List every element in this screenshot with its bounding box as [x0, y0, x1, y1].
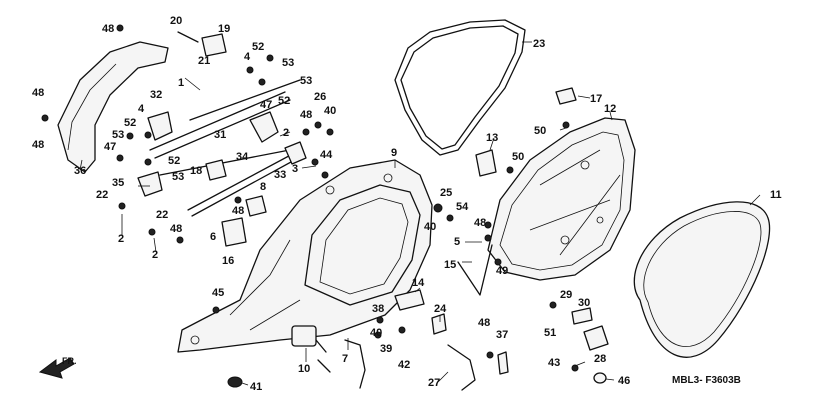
- callout-45: 45: [212, 287, 224, 299]
- callout-1: 1: [178, 77, 184, 89]
- callout-28: 28: [594, 353, 606, 365]
- callout-44: 44: [320, 149, 333, 161]
- callout-47: 47: [104, 141, 116, 153]
- callout-30: 30: [578, 297, 590, 309]
- callout-24: 24: [434, 303, 447, 315]
- callout-19: 19: [218, 23, 230, 35]
- callout-25: 25: [440, 187, 452, 199]
- callout-14: 14: [412, 277, 425, 289]
- callout-48: 48: [32, 139, 44, 151]
- callout-18: 18: [190, 165, 202, 177]
- callout-12: 12: [604, 103, 616, 115]
- leader-lines: [79, 41, 761, 386]
- callout-53: 53: [300, 75, 312, 87]
- callout-39: 39: [380, 343, 392, 355]
- callout-2: 2: [118, 233, 124, 245]
- latch-rods: [149, 79, 301, 176]
- front-direction-label: FR.: [62, 356, 77, 366]
- callout-3: 3: [292, 163, 298, 175]
- callout-48: 48: [232, 205, 244, 217]
- callout-52: 52: [252, 41, 264, 53]
- callout-2: 2: [152, 249, 158, 261]
- callout-37: 37: [496, 329, 508, 341]
- callout-48: 48: [102, 23, 114, 35]
- callout-4: 4: [244, 51, 251, 63]
- callout-34: 34: [236, 151, 249, 163]
- callout-36: 36: [74, 165, 86, 177]
- callout-43: 43: [548, 357, 560, 369]
- callout-49: 49: [496, 265, 508, 277]
- callout-40: 40: [324, 105, 336, 117]
- callout-54: 54: [456, 201, 469, 213]
- callout-47: 47: [260, 99, 272, 111]
- callout-48: 48: [170, 223, 182, 235]
- callout-13: 13: [486, 132, 498, 144]
- callout-23: 23: [533, 38, 545, 50]
- saddlebag-case: [177, 159, 433, 353]
- callout-41: 41: [250, 381, 262, 393]
- callout-22: 22: [96, 189, 108, 201]
- callout-6: 6: [210, 231, 216, 243]
- callout-10: 10: [298, 363, 310, 375]
- lid-pad: [633, 201, 771, 358]
- callout-29: 29: [560, 289, 572, 301]
- callout-26: 26: [314, 91, 326, 103]
- callout-48: 48: [474, 217, 486, 229]
- callout-48: 48: [478, 317, 490, 329]
- callout-33: 33: [274, 169, 286, 181]
- callout-32: 32: [150, 89, 162, 101]
- callout-9: 9: [391, 147, 397, 159]
- callout-40: 40: [370, 327, 382, 339]
- callout-52: 52: [124, 117, 136, 129]
- callout-27: 27: [428, 377, 440, 389]
- callout-51: 51: [544, 327, 556, 339]
- callout-21: 21: [198, 55, 210, 67]
- callout-40: 40: [424, 221, 436, 233]
- callout-48: 48: [32, 87, 44, 99]
- callout-50: 50: [534, 125, 546, 137]
- stay-bracket: [57, 41, 169, 173]
- callout-35: 35: [112, 177, 124, 189]
- callout-15: 15: [444, 259, 456, 271]
- callout-46: 46: [618, 375, 630, 387]
- callout-42: 42: [398, 359, 410, 371]
- callout-16: 16: [222, 255, 234, 267]
- callout-48: 48: [300, 109, 312, 121]
- callout-52: 52: [278, 95, 290, 107]
- callout-17: 17: [590, 93, 602, 105]
- callout-20: 20: [170, 15, 182, 27]
- lid-seal-ring: [394, 19, 526, 156]
- saddlebag-lid: [487, 117, 636, 281]
- callout-31: 31: [214, 129, 226, 141]
- callout-2: 2: [283, 127, 289, 139]
- callout-4: 4: [138, 103, 145, 115]
- fasteners: [41, 24, 579, 372]
- callout-53: 53: [112, 129, 124, 141]
- callout-5: 5: [454, 236, 460, 248]
- callout-11: 11: [770, 189, 782, 201]
- callout-8: 8: [260, 181, 266, 193]
- callout-52: 52: [168, 155, 180, 167]
- diagram-code: MBL3- F3603B: [672, 375, 741, 386]
- callout-50: 50: [512, 151, 524, 163]
- callout-53: 53: [282, 57, 294, 69]
- callout-38: 38: [372, 303, 384, 315]
- front-direction-arrow-icon: [38, 357, 75, 379]
- rod-33: [187, 141, 307, 217]
- latch-mechanisms: [137, 31, 609, 391]
- callout-22: 22: [156, 209, 168, 221]
- callout-53: 53: [172, 171, 184, 183]
- callout-7: 7: [342, 353, 348, 365]
